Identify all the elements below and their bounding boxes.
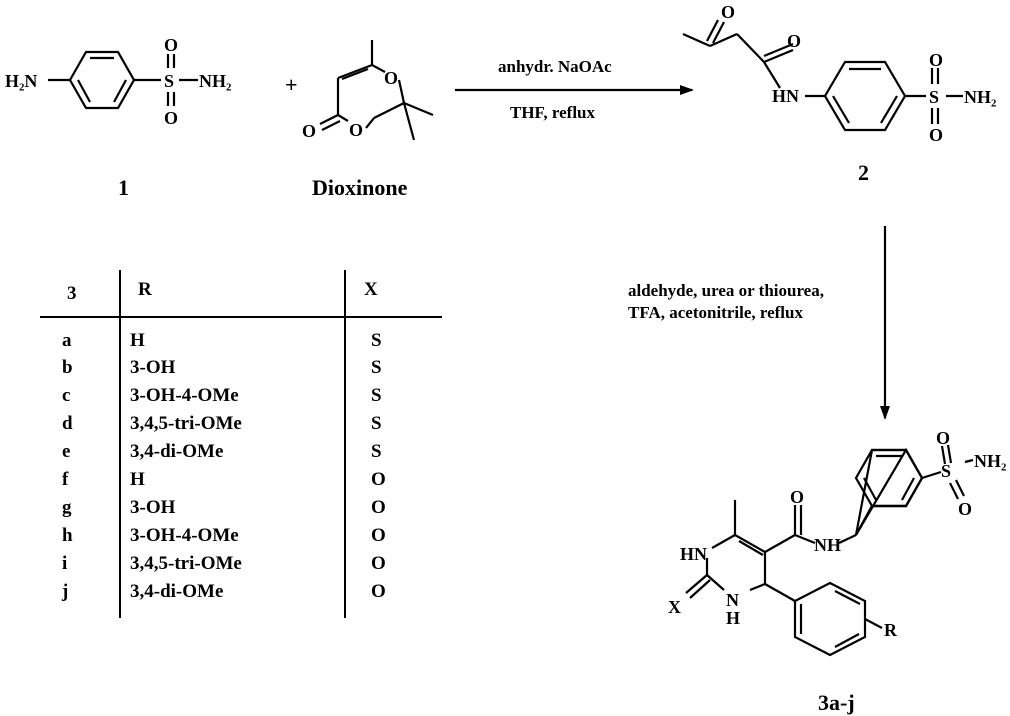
table-row-x: O bbox=[371, 553, 386, 574]
table-row-r: 3,4-di-OMe bbox=[130, 441, 224, 462]
oxygen-label: O bbox=[790, 487, 804, 507]
table-header-compound: 3 bbox=[67, 283, 77, 304]
table-row-r: H bbox=[130, 330, 145, 351]
compound-1-structure bbox=[48, 50, 198, 110]
dioxinone-structure bbox=[319, 40, 434, 141]
table-row-id: c bbox=[62, 385, 71, 406]
dioxinone-label: Dioxinone bbox=[312, 175, 408, 200]
oxygen-label: O bbox=[936, 428, 950, 448]
product-structure bbox=[685, 444, 974, 657]
table-row-id: h bbox=[62, 525, 73, 546]
oxygen-label: O bbox=[384, 68, 398, 88]
sulfur-label: S bbox=[164, 71, 174, 91]
table-row-r: 3-OH-4-OMe bbox=[130, 525, 239, 546]
oxygen-label: O bbox=[787, 31, 801, 51]
oxygen-label: O bbox=[721, 2, 735, 22]
sulfonamide-label: NH₂ bbox=[964, 87, 996, 107]
oxygen-label: O bbox=[958, 499, 972, 519]
table-row-x: O bbox=[371, 497, 386, 518]
sulfur-label: S bbox=[929, 87, 939, 107]
table-row-r: 3-OH bbox=[130, 357, 176, 378]
table-row-r: 3-OH-4-OMe bbox=[130, 385, 239, 406]
table-row-id: i bbox=[62, 553, 68, 574]
amide-nh-label: NH bbox=[814, 535, 841, 555]
table-row-r: H bbox=[130, 469, 145, 490]
oxygen-label: O bbox=[929, 50, 943, 70]
oxygen-label: O bbox=[164, 35, 178, 55]
table-row-id: f bbox=[62, 469, 69, 490]
substituent-table-rules bbox=[40, 270, 442, 618]
table-row-x: O bbox=[371, 469, 386, 490]
reaction-1-conditions: THF, reflux bbox=[510, 103, 596, 122]
reaction-2-conditions-line-2: TFA, acetonitrile, reflux bbox=[628, 303, 803, 322]
table-row-x: S bbox=[371, 413, 382, 434]
r-substituent-label: R bbox=[884, 620, 898, 640]
ring-nh-label: HN bbox=[680, 544, 707, 564]
reaction-2-conditions-line-1: aldehyde, urea or thiourea, bbox=[628, 281, 824, 300]
table-row-x: S bbox=[371, 357, 382, 378]
table-row-id: j bbox=[62, 581, 69, 602]
table-row-id: g bbox=[62, 497, 72, 518]
table-row-id: e bbox=[62, 441, 71, 462]
oxygen-label: O bbox=[164, 108, 178, 128]
compound-1-label: 1 bbox=[118, 175, 129, 200]
sulfonamide-label: NH₂ bbox=[199, 71, 231, 91]
table-row-x: S bbox=[371, 441, 382, 462]
table-row-id: b bbox=[62, 357, 73, 378]
compound-2-label: 2 bbox=[858, 160, 869, 185]
reaction-1-reagent: anhydr. NaOAc bbox=[498, 57, 612, 76]
table-row-r: 3-OH bbox=[130, 497, 176, 518]
x-substituent-label: X bbox=[668, 597, 681, 617]
table-row-x: S bbox=[371, 385, 382, 406]
sulfonamide-label: NH₂ bbox=[974, 451, 1006, 471]
ring-h-label: H bbox=[726, 608, 740, 628]
table-header-x: X bbox=[364, 279, 378, 300]
plus-sign: + bbox=[285, 72, 298, 97]
compound-2-structure bbox=[682, 19, 963, 132]
table-row-x: O bbox=[371, 525, 386, 546]
oxygen-label: O bbox=[929, 125, 943, 145]
table-row-id: a bbox=[62, 330, 72, 351]
table-row-x: S bbox=[371, 330, 382, 351]
table-row-x: O bbox=[371, 581, 386, 602]
amide-nh-label: HN bbox=[772, 86, 799, 106]
sulfur-label: S bbox=[941, 461, 951, 481]
table-row-r: 3,4,5-tri-OMe bbox=[130, 413, 242, 434]
table-row-r: 3,4,5-tri-OMe bbox=[130, 553, 242, 574]
amine-label: H₂N bbox=[5, 71, 37, 91]
carbonyl-oxygen-label: O bbox=[302, 121, 316, 141]
table-row-id: d bbox=[62, 413, 73, 434]
table-row-r: 3,4-di-OMe bbox=[130, 581, 224, 602]
ring-n-label: N bbox=[726, 590, 739, 610]
table-header-r: R bbox=[138, 279, 152, 300]
oxygen-label: O bbox=[349, 120, 363, 140]
product-label: 3a-j bbox=[818, 690, 855, 715]
